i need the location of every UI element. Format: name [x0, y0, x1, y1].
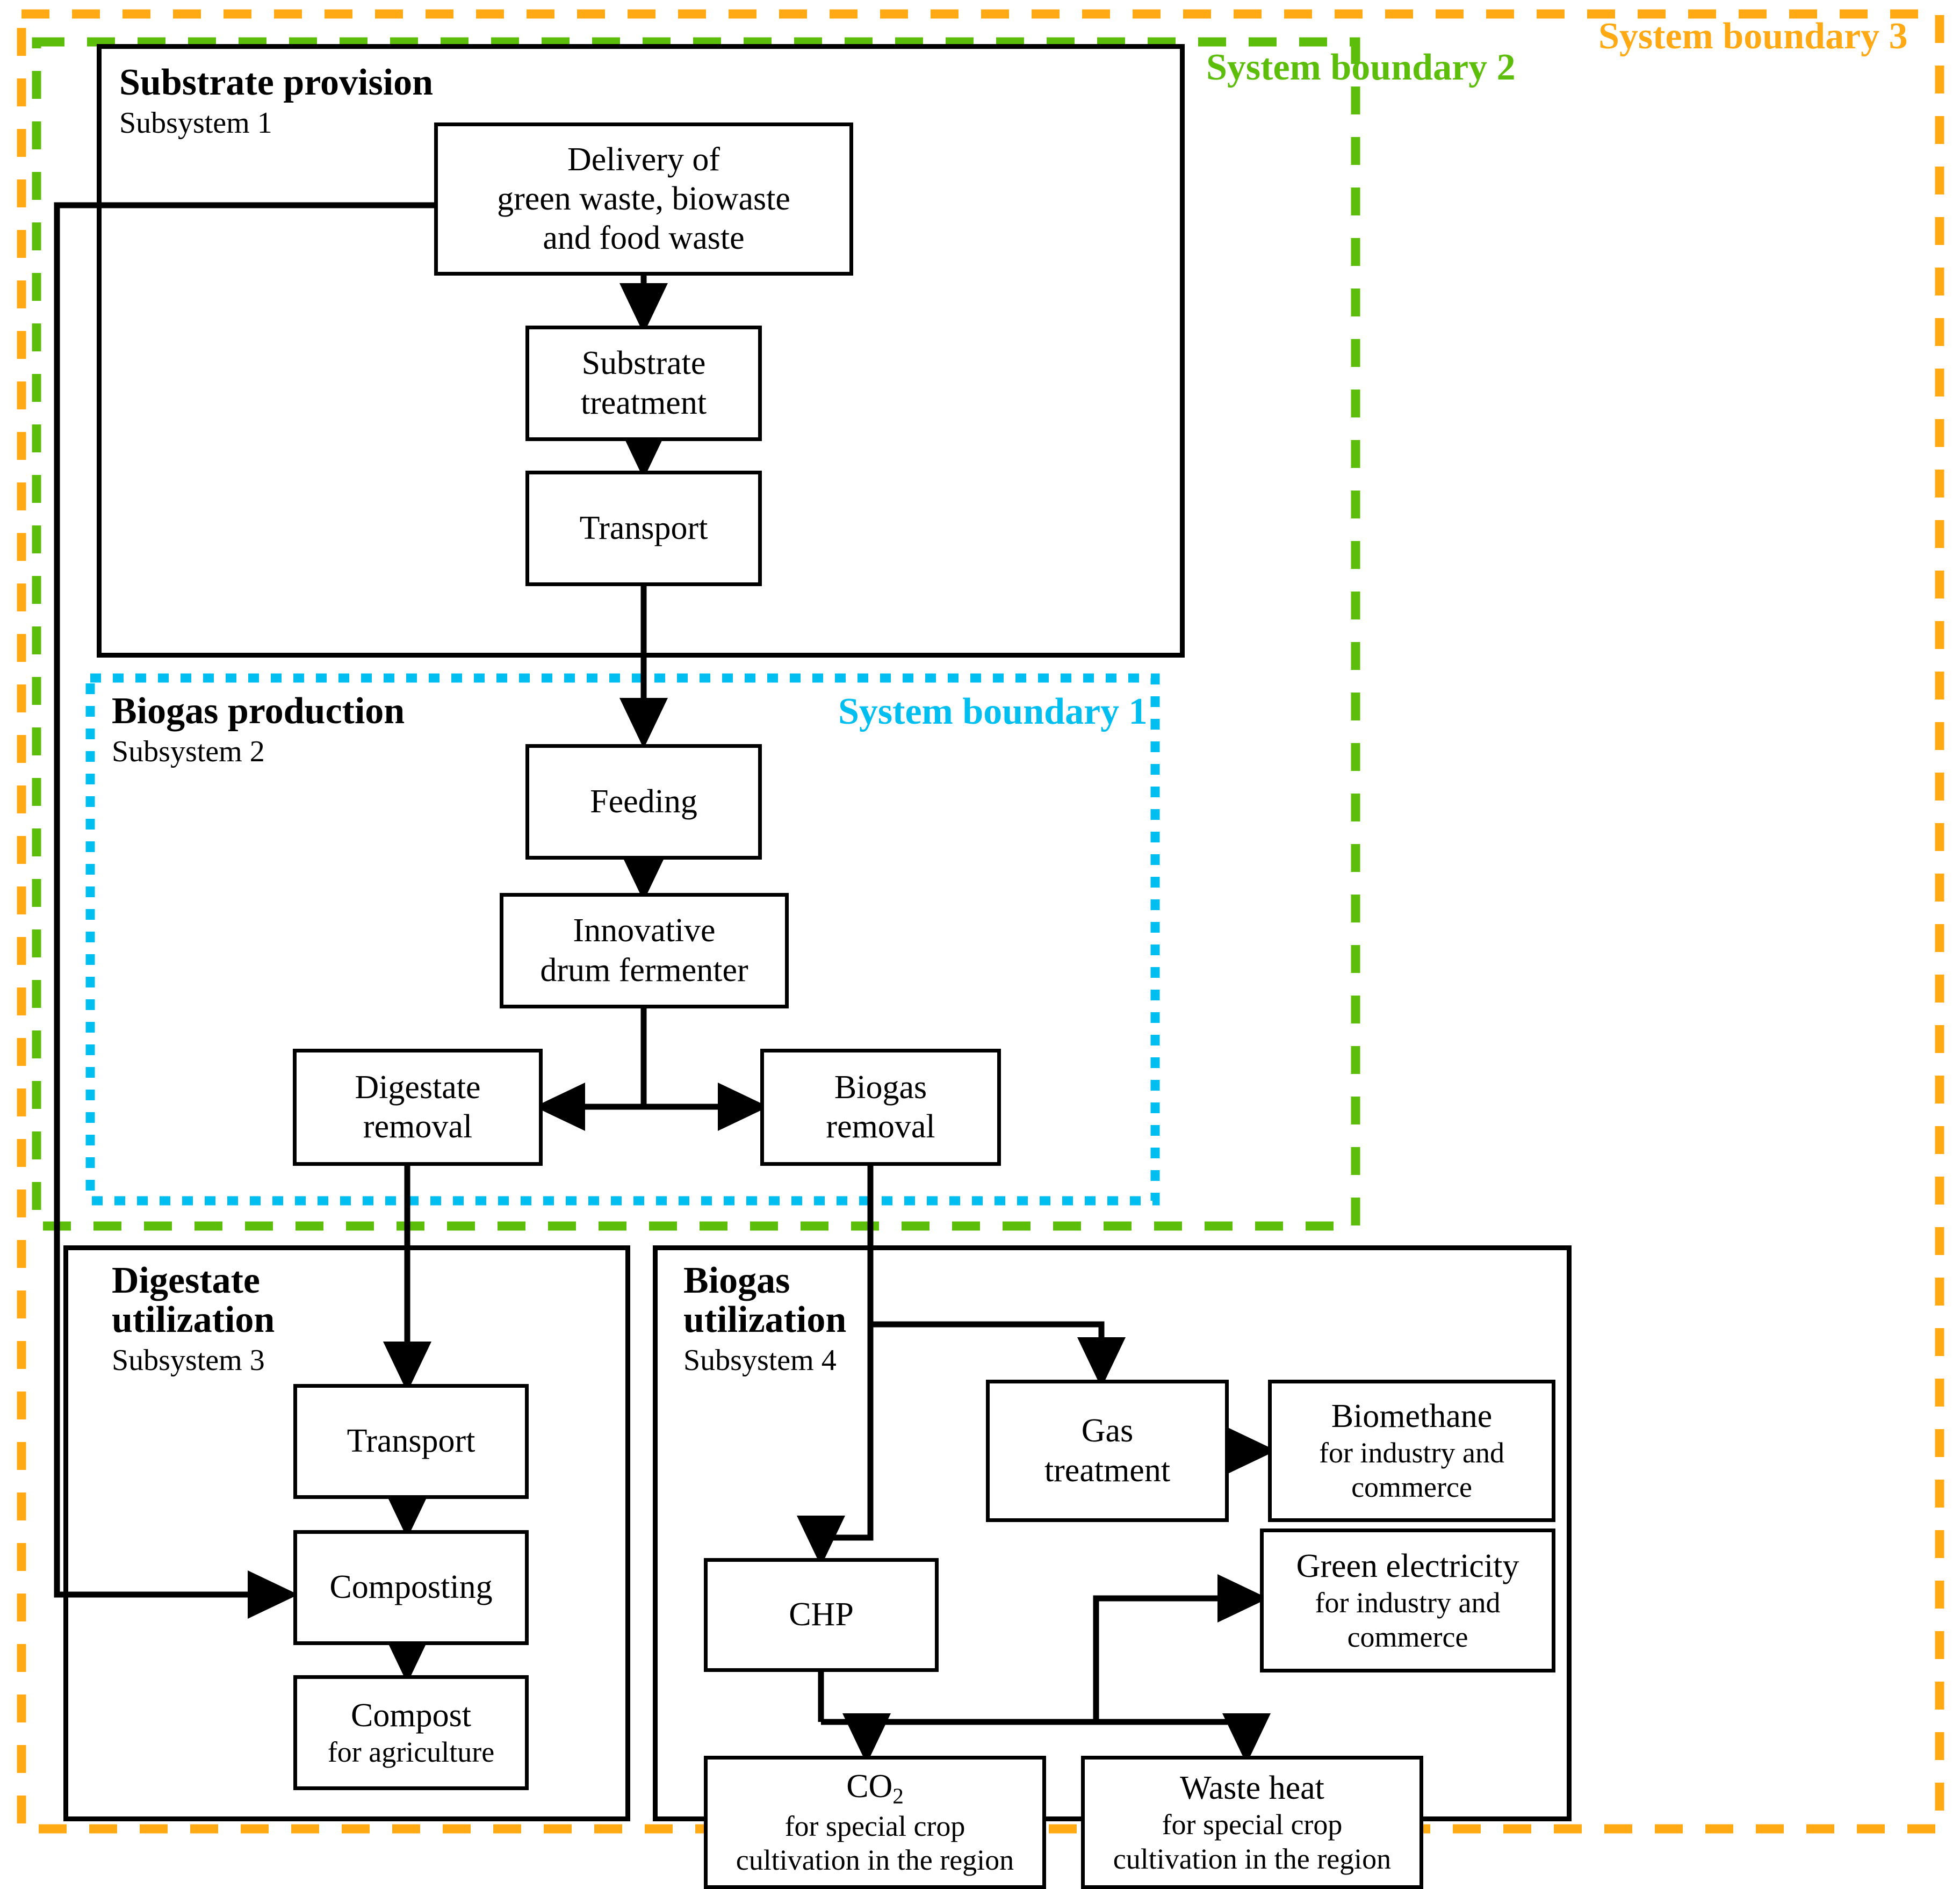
node-substrate-treatment-line1: Substrate [581, 345, 706, 382]
node-green-electricity-line3: commerce [1347, 1620, 1468, 1653]
system-boundary-3-label: System boundary 3 [1598, 16, 1908, 57]
system-boundary-2-rect [32, 37, 1360, 1231]
subsystem-2-title: Biogas production [112, 690, 405, 732]
node-biogas-removal-line1: Biogas [834, 1069, 927, 1106]
subsystem-1-group [97, 44, 1185, 658]
subsystem-1-subtitle: Subsystem 1 [119, 106, 272, 140]
node-co2-line2: for special crop [784, 1809, 965, 1842]
edge-biogas-to-chp [796, 1324, 874, 1567]
subsystem-1-header: Substrate provision Subsystem 1 [119, 63, 433, 140]
node-compost[interactable]: Compost for agriculture [293, 1675, 529, 1790]
node-biomethane-line1: Biomethane [1331, 1398, 1493, 1435]
node-delivery-line2: green waste, biowaste [497, 180, 790, 217]
node-feeding-line1: Feeding [590, 783, 697, 820]
node-compost-line1: Compost [351, 1697, 471, 1734]
node-co2-line1: CO2 [846, 1767, 904, 1809]
node-waste-heat-line2: for special crop [1162, 1808, 1343, 1841]
node-green-electricity-line1: Green electricity [1296, 1547, 1519, 1584]
node-chp-line1: CHP [789, 1596, 854, 1633]
node-green-electricity-line2: for industry and [1315, 1586, 1501, 1619]
edge-bus-to-green-electricity [1093, 1574, 1269, 1722]
node-substrate-treatment[interactable]: Substrate treatment [525, 326, 762, 441]
node-co2-formula: CO [846, 1768, 893, 1805]
node-composting[interactable]: Composting [293, 1530, 529, 1645]
node-digestate-removal[interactable]: Digestate removal [293, 1049, 543, 1166]
node-biomethane-line3: commerce [1351, 1471, 1472, 1504]
subsystem-3-group [63, 1245, 630, 1821]
node-biomethane[interactable]: Biomethane for industry and commerce [1268, 1380, 1555, 1522]
node-transport-digestate-line1: Transport [347, 1423, 475, 1460]
node-feeding[interactable]: Feeding [525, 744, 762, 860]
node-biomethane-line2: for industry and [1319, 1437, 1504, 1469]
node-drum-fermenter-line1: Innovative [573, 912, 716, 949]
system-boundary-2-label: System boundary 2 [1206, 47, 1516, 88]
node-biogas-removal[interactable]: Biogas removal [760, 1049, 1001, 1166]
node-drum-fermenter[interactable]: Innovative drum fermenter [500, 893, 789, 1008]
subsystem-4-header: Biogas utilization Subsystem 4 [683, 1261, 846, 1378]
node-compost-line2: for agriculture [327, 1735, 495, 1768]
node-delivery-line3: and food waste [543, 220, 745, 257]
node-delivery-line1: Delivery of [567, 141, 720, 178]
node-transport-substrate-line1: Transport [579, 509, 708, 546]
subsystem-3-title: Digestate utilization [112, 1260, 275, 1340]
subsystem-2-header: Biogas production Subsystem 2 [112, 690, 405, 769]
edge-biogas-to-gas-treatment [870, 1321, 1126, 1388]
subsystem-4-title: Biogas utilization [683, 1260, 847, 1340]
node-co2-line3: cultivation in the region [736, 1844, 1014, 1877]
node-substrate-treatment-line2: treatment [580, 384, 707, 421]
node-waste-heat-line1: Waste heat [1180, 1769, 1324, 1806]
subsystem-3-header: Digestate utilization Subsystem 3 [112, 1261, 275, 1378]
system-boundary-1-label: System boundary 1 [838, 691, 1148, 732]
node-co2-subscript: 2 [892, 1784, 904, 1808]
node-biogas-removal-line2: removal [826, 1108, 935, 1145]
node-transport-substrate[interactable]: Transport [525, 471, 762, 586]
node-gas-treatment[interactable]: Gas treatment [986, 1380, 1229, 1522]
subsystem-2-subtitle: Subsystem 2 [112, 734, 265, 768]
system-boundary-1-rect [85, 673, 1160, 1206]
edge-delivery-feedback-to-composting [54, 202, 434, 1619]
subsystem-1-title: Substrate provision [119, 62, 434, 103]
node-delivery[interactable]: Delivery of green waste, biowaste and fo… [434, 122, 853, 276]
subsystem-3-subtitle: Subsystem 3 [112, 1343, 265, 1377]
node-gas-treatment-line2: treatment [1044, 1452, 1171, 1489]
node-chp[interactable]: CHP [704, 1558, 939, 1672]
node-gas-treatment-line1: Gas [1081, 1412, 1134, 1450]
node-green-electricity[interactable]: Green electricity for industry and comme… [1260, 1528, 1555, 1672]
node-waste-heat-line3: cultivation in the region [1113, 1842, 1392, 1875]
node-digestate-removal-line2: removal [363, 1108, 473, 1145]
node-transport-digestate[interactable]: Transport [293, 1384, 529, 1499]
node-composting-line1: Composting [329, 1569, 493, 1606]
node-digestate-removal-line1: Digestate [355, 1069, 481, 1106]
subsystem-4-subtitle: Subsystem 4 [683, 1343, 837, 1377]
node-drum-fermenter-line2: drum fermenter [540, 951, 748, 989]
node-waste-heat[interactable]: Waste heat for special crop cultivation … [1081, 1756, 1423, 1889]
